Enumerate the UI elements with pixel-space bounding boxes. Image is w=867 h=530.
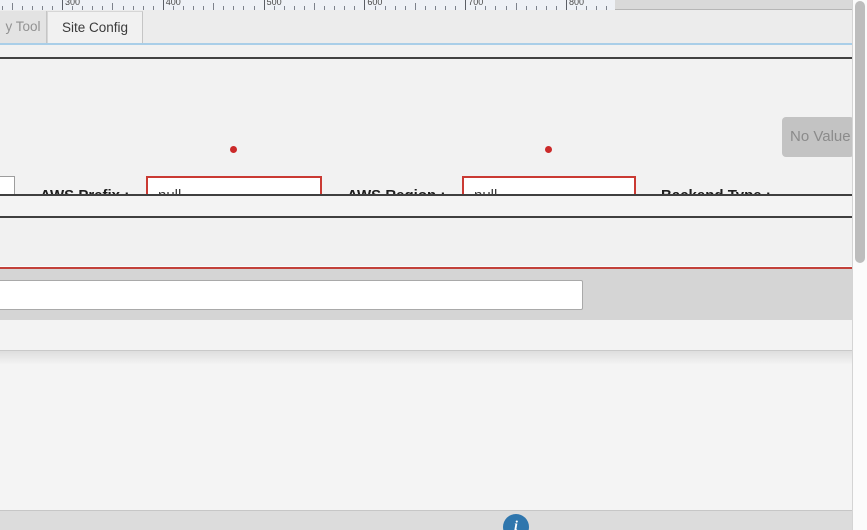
ruler-tick <box>465 0 467 10</box>
ruler-row: 300 400 500 600 700 800 <box>0 0 852 10</box>
footer-bar <box>0 511 852 530</box>
ruler-tick <box>213 3 215 10</box>
ruler-tick <box>182 6 184 10</box>
ruler-tick <box>505 6 507 10</box>
ruler-number: 500 <box>266 0 282 7</box>
ruler-tick <box>31 6 33 10</box>
ruler-tick <box>485 6 487 10</box>
aws-region-error-dot-icon <box>545 146 552 153</box>
ruler-tick <box>334 6 336 10</box>
ruler-tick <box>384 6 386 10</box>
ruler-tick <box>455 6 457 10</box>
ruler-tick <box>515 3 517 10</box>
shadow-divider <box>0 350 852 351</box>
ruler-tick <box>606 6 608 10</box>
ruler-tick <box>424 6 426 10</box>
ruler-tick <box>172 6 174 10</box>
ruler-tick <box>21 6 23 10</box>
ruler-tick <box>102 6 104 10</box>
ruler-tick <box>122 6 124 10</box>
ruler-tick <box>263 0 265 10</box>
tab-previous-tool[interactable]: y Tool <box>0 11 47 43</box>
ruler-tick <box>162 0 164 10</box>
ruler: 300 400 500 600 700 800 <box>0 0 615 10</box>
ruler-tick <box>142 6 144 10</box>
ruler-tick <box>243 6 245 10</box>
ruler-number: 600 <box>367 0 383 7</box>
ruler-tick <box>324 6 326 10</box>
footer-divider <box>0 510 852 511</box>
ruler-tick <box>475 6 477 10</box>
ruler-tick <box>566 0 567 10</box>
tab-bar: y Tool Site Config <box>0 10 852 43</box>
ruler-tick <box>586 6 588 10</box>
hairline <box>0 266 852 267</box>
ruler-tick <box>273 6 275 10</box>
ruler-tick <box>253 6 255 10</box>
backend-type-value-pill[interactable]: No Value <box>782 117 852 157</box>
main-empty-area <box>0 351 852 510</box>
ruler-tick <box>576 6 578 10</box>
ruler-tick <box>314 3 315 10</box>
vertical-scrollbar-track[interactable] <box>853 0 867 530</box>
spacer-strip <box>0 45 852 57</box>
ruler-tick <box>344 6 346 10</box>
ruler-tick <box>92 6 94 10</box>
section-divider-1 <box>0 57 852 59</box>
ruler-tick <box>82 6 84 10</box>
ruler-tick <box>414 3 416 10</box>
ruler-tick <box>394 6 396 10</box>
ruler-number: 800 <box>569 0 585 7</box>
ruler-tick <box>223 6 225 10</box>
ruler-tick <box>132 6 134 10</box>
ruler-tick <box>555 6 557 10</box>
form-section: AWS Prefix : AWS Region : Backend Type : <box>0 59 852 215</box>
vertical-scrollbar-thumb[interactable] <box>855 1 865 263</box>
ruler-tick <box>193 6 194 10</box>
ruler-tick <box>72 6 74 10</box>
ruler-tick <box>535 6 537 10</box>
ruler-tick <box>434 6 436 10</box>
ruler-tick <box>354 6 356 10</box>
ruler-tick <box>596 6 598 10</box>
ruler-tick <box>404 6 406 10</box>
tab-site-config[interactable]: Site Config <box>47 11 143 43</box>
tab-underline <box>0 43 852 45</box>
ruler-tick <box>41 6 43 10</box>
ruler-tick <box>51 6 53 10</box>
ruler-tick <box>445 6 446 10</box>
ruler-number: 300 <box>65 0 81 7</box>
ruler-tick <box>545 6 547 10</box>
ruler-tick <box>1 6 3 10</box>
ruler-tick <box>303 6 305 10</box>
ruler-tick <box>233 6 235 10</box>
mid-section <box>0 218 852 266</box>
ruler-tick <box>364 0 366 10</box>
ruler-tick <box>11 3 13 10</box>
ruler-number: 400 <box>165 0 181 7</box>
info-icon[interactable]: i <box>503 514 529 530</box>
ruler-number: 700 <box>468 0 484 7</box>
section-divider-3 <box>0 216 852 218</box>
ruler-tick <box>112 3 114 10</box>
ruler-tick <box>283 6 285 10</box>
ruler-tick <box>525 6 527 10</box>
ruler-tick <box>152 6 154 10</box>
red-section-divider <box>0 267 852 269</box>
ruler-tick <box>62 0 63 10</box>
ruler-tick <box>374 6 376 10</box>
section-divider-2 <box>0 194 852 196</box>
thin-section <box>0 196 852 216</box>
light-section <box>0 320 852 350</box>
aws-prefix-error-dot-icon <box>230 146 237 153</box>
ruler-tick <box>293 6 295 10</box>
ruler-tick <box>495 6 497 10</box>
wide-text-input[interactable] <box>0 280 583 310</box>
ruler-tick <box>203 6 205 10</box>
